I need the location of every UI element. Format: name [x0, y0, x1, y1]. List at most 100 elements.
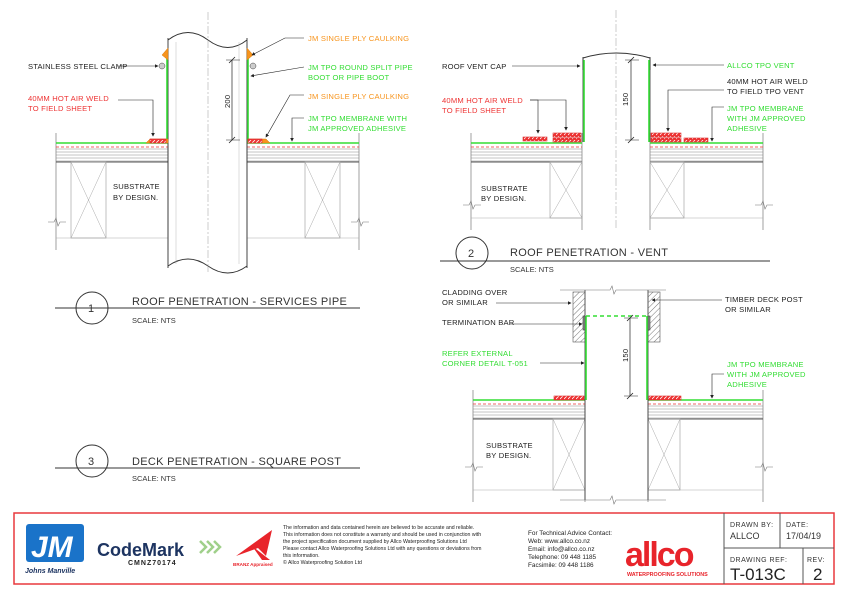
hot-air-weld	[247, 138, 263, 144]
caulking-bead	[246, 47, 254, 61]
detail-3: CLADDING OVER OR SIMILAR TERMINATION BAR…	[55, 288, 806, 483]
caulking-bead	[161, 47, 169, 61]
contact-email: Email: info@allco.co.nz	[528, 546, 595, 553]
label-membrane: JM TPO MEMBRANE	[727, 360, 804, 369]
leader-line	[710, 373, 724, 399]
break-mark	[48, 217, 66, 227]
stainless-steel-clamp	[158, 62, 166, 70]
disclaimer-line: Please contact Allco Waterproofing Solut…	[283, 546, 481, 552]
disclaimer-line: the project specification document suppl…	[283, 539, 467, 545]
dimension-label: 200	[223, 95, 232, 108]
label-membrane: ADHESIVE	[727, 124, 767, 133]
joist-box	[549, 161, 583, 219]
label-membrane: JM TPO MEMBRANE	[727, 104, 804, 113]
label-deck-post: OR SIMILAR	[725, 305, 771, 314]
label-pipe-boot: BOOT OR PIPE BOOT	[308, 73, 389, 82]
label-pipe-boot: JM TPO ROUND SPLIT PIPE	[308, 63, 413, 72]
label-substrate: SUBSTRATE	[113, 182, 160, 191]
allco-tagline: WATERPROOFING SOLUTIONS	[627, 572, 708, 578]
label-weld: 40MM HOT AIR WELD	[28, 94, 109, 103]
joist-box	[649, 161, 685, 219]
codemark-text: CodeMark	[97, 540, 185, 560]
detail-scale: SCALE: NTS	[132, 316, 176, 325]
joist-cross	[549, 161, 583, 219]
hot-air-weld	[683, 137, 709, 143]
termination-bar	[582, 315, 586, 331]
johns-manville-logo: JM Johns Manville	[25, 524, 84, 575]
hot-air-weld	[552, 137, 582, 143]
label-membrane: ADHESIVE	[727, 380, 767, 389]
codemark-number: CMNZ70174	[128, 560, 177, 567]
drawing-geometry	[48, 10, 773, 505]
detail-number: 3	[88, 456, 94, 468]
label-membrane: JM TPO MEMBRANE WITH	[308, 114, 407, 123]
leader-line	[118, 99, 155, 137]
dimension-label: 150	[621, 349, 630, 362]
drawn-by-label: DRAWN BY:	[730, 522, 774, 529]
break-mark	[755, 462, 773, 472]
leader-line	[710, 106, 724, 142]
pipe-break-bottom	[167, 258, 248, 274]
label-substrate: BY DESIGN.	[481, 194, 526, 203]
label-weld-vent: 40MM HOT AIR WELD	[727, 77, 808, 86]
contact-fax: Facsimile: 09 448 1186	[528, 562, 594, 569]
joist-box	[70, 161, 107, 239]
label-termination-bar: TERMINATION BAR	[442, 318, 515, 327]
label-tpo-vent: ALLCO TPO VENT	[727, 61, 795, 70]
leader-line	[265, 94, 304, 138]
leader-line	[250, 66, 305, 78]
joist-cross	[552, 418, 586, 491]
branz-logo: BRANZ Appraised	[233, 530, 273, 567]
post-break-bottom	[560, 495, 666, 505]
label-vent-cap: ROOF VENT CAP	[442, 62, 507, 71]
jm-name: Johns Manville	[25, 568, 75, 575]
leader-line	[290, 117, 304, 142]
label-weld: TO FIELD SHEET	[442, 106, 506, 115]
break-mark	[755, 200, 773, 210]
hot-air-weld	[650, 137, 682, 143]
joist-cross	[647, 418, 681, 491]
date-label: DATE:	[786, 522, 809, 529]
hot-air-weld	[648, 395, 682, 401]
detail-2: ROOF VENT CAP 40MM HOT AIR WELD TO FIELD…	[440, 61, 808, 274]
rev-value: 2	[813, 565, 822, 584]
detail-title: ROOF PENETRATION - VENT	[510, 247, 668, 259]
dimension-label: 150	[621, 93, 630, 106]
branz-text: BRANZ Appraised	[233, 562, 273, 567]
jm-logo-text: JM	[31, 531, 74, 564]
drawing-ref-value: T-013C	[730, 565, 786, 584]
hot-air-weld	[552, 132, 582, 138]
disclaimer: The information and data contained herei…	[283, 525, 481, 566]
contact-telephone: Telephone: 09 448 1185	[528, 554, 597, 561]
termination-bar	[647, 315, 651, 331]
detail-number-circle	[75, 444, 109, 478]
detail-number: 1	[88, 303, 94, 315]
label-substrate: BY DESIGN.	[113, 193, 158, 202]
disclaimer-line: this information.	[283, 553, 320, 559]
label-caulking: JM SINGLE PLY CAULKING	[308, 92, 409, 101]
label-deck-post: TIMBER DECK POST	[725, 295, 803, 304]
drawing-ref-label: DRAWING REF:	[730, 557, 787, 564]
contact-web: Web: www.allco.co.nz	[528, 538, 590, 545]
label-membrane: JM APPROVED ADHESIVE	[308, 124, 406, 133]
allco-logo: allco WATERPROOFING SOLUTIONS	[625, 536, 708, 578]
label-substrate: BY DESIGN.	[486, 451, 531, 460]
post-break-top	[560, 285, 666, 295]
roof-vent-cap	[582, 52, 651, 70]
hot-air-weld	[522, 136, 548, 142]
label-refer-detail: CORNER DETAIL T-051	[442, 359, 528, 368]
rev-label: REV:	[807, 557, 825, 564]
disclaimer-line: The information and data contained herei…	[283, 525, 474, 531]
deck-post	[584, 290, 649, 500]
detail-scale: SCALE: NTS	[510, 265, 554, 274]
detail-title: ROOF PENETRATION - SERVICES PIPE	[132, 296, 347, 308]
hot-air-weld	[553, 395, 585, 401]
pipe-outline	[167, 38, 248, 268]
detail-title: DECK PENETRATION - SQUARE POST	[132, 456, 341, 468]
label-cladding: CLADDING OVER	[442, 288, 508, 297]
label-membrane: WITH JM APPROVED	[727, 370, 806, 379]
allco-logo-text: allco	[625, 536, 694, 574]
label-caulking: JM SINGLE PLY CAULKING	[308, 34, 409, 43]
joist-cross	[70, 161, 107, 239]
